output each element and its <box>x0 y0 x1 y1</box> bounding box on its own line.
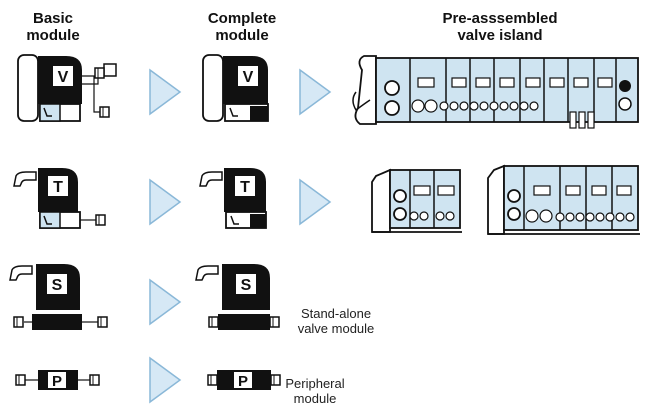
process-arrow-icon <box>149 279 181 325</box>
badge-letter-t-complete: T <box>240 179 250 196</box>
process-arrow-icon <box>149 69 181 115</box>
basic-module-t: T <box>13 168 106 229</box>
complete-module-p: P <box>207 370 281 390</box>
valve-island-small-a <box>371 168 462 233</box>
header-basic-module: Basic module <box>8 10 98 44</box>
header-preassembled-line2: valve island <box>457 27 543 44</box>
caption-peripheral-line1: Peripheral <box>285 376 345 391</box>
badge-letter-s: S <box>52 277 63 294</box>
basic-module-p: P <box>15 370 100 390</box>
header-complete-line1: Complete <box>207 10 277 27</box>
process-arrow-icon <box>149 357 181 403</box>
header-basic-line1: Basic <box>32 10 74 27</box>
process-arrow-icon <box>299 179 331 225</box>
caption-peripheral-line2: module <box>293 391 337 406</box>
process-arrow-icon <box>149 179 181 225</box>
header-complete-line2: module <box>215 27 269 44</box>
caption-standalone-line2: valve module <box>297 321 375 336</box>
badge-letter-p-complete: P <box>238 373 248 390</box>
header-basic-line2: module <box>26 27 80 44</box>
header-complete-module: Complete module <box>192 10 292 44</box>
valve-island-large <box>352 55 639 129</box>
basic-module-s: S <box>9 264 108 330</box>
basic-module-v: V <box>17 54 117 122</box>
badge-letter-p: P <box>52 373 62 390</box>
complete-module-v: V <box>202 54 269 122</box>
caption-standalone-line1: Stand-alone <box>300 306 372 321</box>
badge-letter-v-complete: V <box>243 69 254 86</box>
badge-letter-v: V <box>58 69 69 86</box>
valve-island-medium <box>487 164 640 235</box>
process-arrow-icon <box>299 69 331 115</box>
caption-peripheral: Peripheral module <box>272 376 358 406</box>
header-preassembled-line1: Pre-asssembled <box>442 10 558 27</box>
header-preassembled-island: Pre-asssembled valve island <box>410 10 590 44</box>
badge-letter-t: T <box>53 179 63 196</box>
complete-module-t: T <box>199 168 267 229</box>
badge-letter-s-complete: S <box>241 277 252 294</box>
complete-module-s: S <box>195 264 280 330</box>
caption-standalone: Stand-alone valve module <box>282 306 390 336</box>
